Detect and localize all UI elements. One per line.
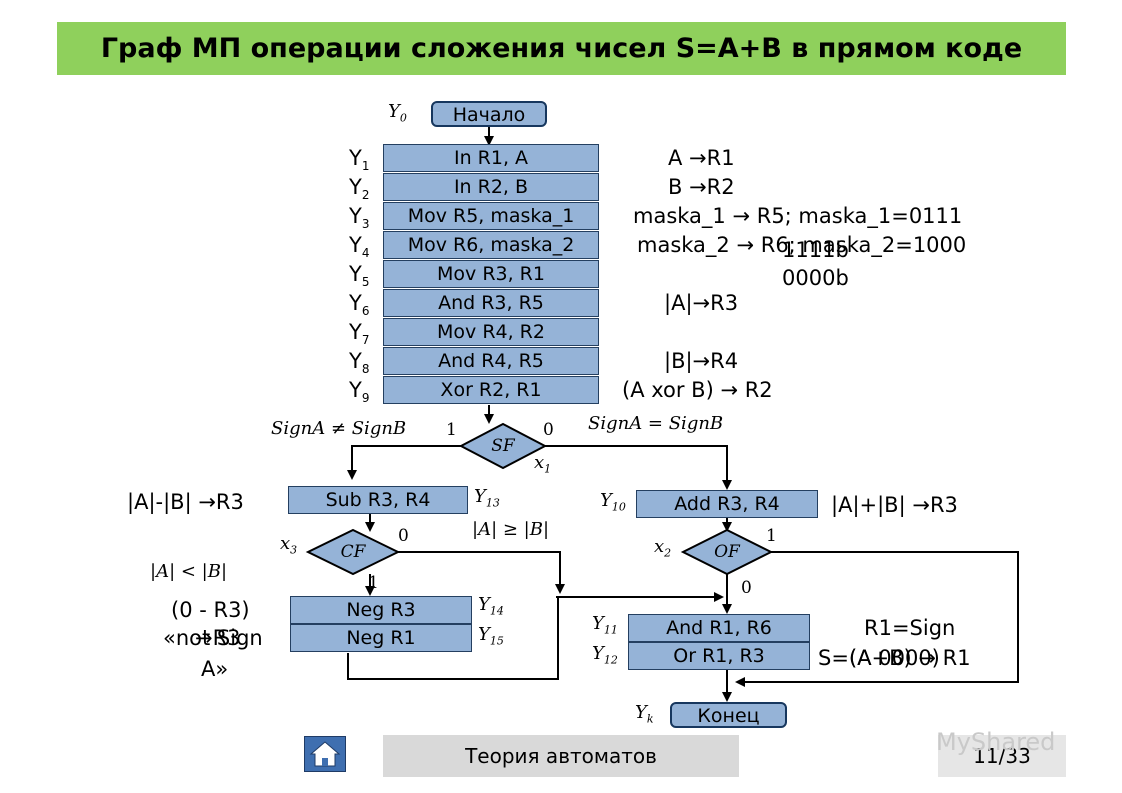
decision-cf-diamond (305, 528, 401, 576)
op-step: Mov R5, maska_1 (383, 202, 599, 230)
course-name: Теория автоматов (383, 735, 739, 777)
start-terminal: Начало (431, 101, 547, 127)
page-number: 11/33 (938, 735, 1066, 777)
step-note: maska_1 → R5; maska_1=0111 (633, 204, 963, 228)
result-note-overlay: S=(A+B) → R1 (818, 646, 971, 670)
connector-of-one (735, 551, 1019, 687)
step-y-label: Y6 (349, 291, 370, 319)
decision-sf-diamond (458, 422, 548, 470)
connector-sf-right (545, 445, 732, 490)
step-y-label: Y2 (349, 175, 370, 203)
title-bar: Граф МП операции сложения чисел S=A+B в … (57, 22, 1066, 75)
decision-of-diamond (680, 528, 774, 576)
op-neg-r1: Neg R1 (290, 624, 472, 652)
home-icon (309, 741, 341, 767)
op-step: In R1, A (383, 144, 599, 172)
cf-zero: 0 (398, 526, 409, 546)
op-step: And R4, R5 (383, 347, 599, 375)
neg-note-line1: (0 - R3) (171, 598, 250, 622)
neg-r3-y-label: Y14 (478, 594, 504, 618)
of-label: OF (714, 542, 740, 562)
cf-one: 1 (368, 573, 379, 593)
neg-note-overlay: →R3 (195, 626, 241, 650)
op-sub-r3-r4: Sub R3, R4 (288, 486, 468, 514)
neg-note-line3: A» (201, 657, 229, 681)
sub-note: |A|-|B| →R3 (127, 490, 244, 514)
connector-neg-loop (347, 597, 559, 680)
connector-cf-zero (398, 551, 565, 594)
add-y-label: Y10 (600, 490, 626, 514)
sf-right-value: 0 (543, 420, 554, 440)
step-y-label: Y3 (349, 204, 370, 232)
step-note: |A|→R3 (664, 291, 739, 315)
op-step: And R3, R5 (383, 289, 599, 317)
step-y-label: Y8 (349, 349, 370, 377)
watermark: MyShared (936, 728, 1056, 756)
sf-x-label: x1 (534, 452, 552, 476)
cf-lt-condition: |A| < |B| (150, 561, 228, 582)
step-note: (A xor B) → R2 (622, 378, 773, 402)
op-step: Mov R4, R2 (383, 318, 599, 346)
sf-left-value: 1 (446, 420, 457, 440)
step-note: |B|→R4 (664, 349, 739, 373)
op-or-r1-r3: Or R1, R3 (628, 642, 810, 670)
neg-note-line2: «not Sign (163, 626, 263, 650)
result-note-line1: R1=Sign (864, 616, 956, 640)
step-y-label: Y5 (349, 262, 370, 290)
sf-right-condition: SignA = SignB (588, 413, 724, 434)
cf-label: CF (340, 542, 366, 562)
op-neg-r3: Neg R3 (290, 596, 472, 624)
add-note: |A|+|B| →R3 (831, 493, 958, 517)
op-add-r3-r4: Add R3, R4 (636, 490, 818, 518)
step-y-label: Y7 (349, 320, 370, 348)
op-and-r1-r6: And R1, R6 (628, 614, 810, 642)
start-y-label: Y0 (388, 101, 407, 125)
mask1-tail-note: 1111b (782, 238, 849, 262)
step-y-label: Y9 (349, 378, 370, 406)
of-x-label: x2 (654, 536, 672, 560)
or-y-label: Y12 (592, 643, 618, 667)
sf-label: SF (491, 436, 515, 456)
of-one: 1 (766, 526, 777, 546)
end-y-label: Yk (635, 702, 654, 726)
op-step: Xor R2, R1 (383, 376, 599, 404)
op-step: In R2, B (383, 173, 599, 201)
and-y-label: Y11 (592, 613, 618, 637)
slide-title: Граф МП операции сложения чисел S=A+B в … (100, 33, 1023, 64)
neg-r1-y-label: Y15 (478, 624, 504, 648)
sub-y-label: Y13 (474, 486, 500, 510)
cf-x-label: x3 (280, 533, 298, 557)
step-note: A →R1 (668, 146, 735, 170)
cf-ge-condition: |A| ≥ |B| (472, 519, 550, 540)
step-note: B →R2 (668, 175, 735, 199)
step-y-label: Y1 (349, 146, 370, 174)
op-step: Mov R6, maska_2 (383, 231, 599, 259)
home-button[interactable] (304, 736, 346, 772)
connector-sf-left (347, 445, 462, 480)
step-y-label: Y4 (349, 233, 370, 261)
result-note-line2: (A 0000) (849, 646, 940, 670)
step-note: maska_2 → R6; maska_2=1000 (637, 233, 967, 257)
of-zero: 0 (741, 578, 752, 598)
end-terminal: Конец (670, 702, 787, 728)
mask2-tail-note: 0000b (782, 266, 849, 290)
sf-left-condition: SignA ≠ SignB (271, 418, 407, 439)
op-step: Mov R3, R1 (383, 260, 599, 288)
